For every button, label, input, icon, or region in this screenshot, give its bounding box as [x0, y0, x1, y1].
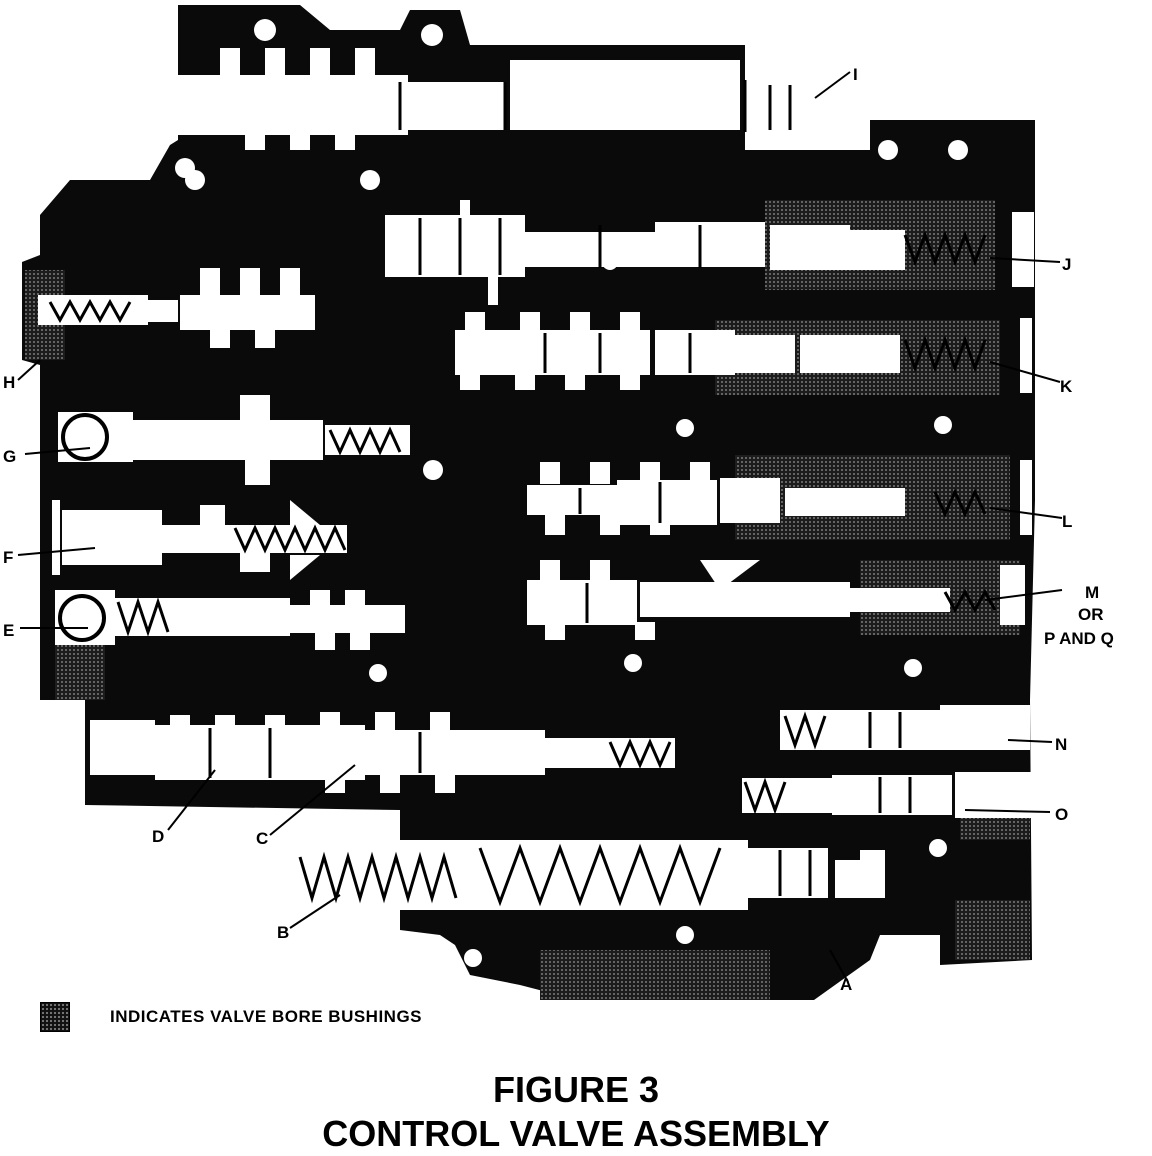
spring-dc: [608, 738, 672, 769]
label-j: J: [1062, 255, 1071, 274]
spring-j: [903, 230, 987, 267]
spring-f: [233, 524, 347, 554]
label-m: M: [1085, 583, 1099, 602]
label-n: N: [1055, 735, 1067, 754]
spring-e: [116, 597, 170, 637]
spring-b-main: [478, 843, 722, 907]
label-h: H: [3, 373, 15, 392]
legend-text: INDICATES VALVE BORE BUSHINGS: [110, 1007, 423, 1026]
label-i: I: [853, 65, 858, 84]
label-b: B: [277, 923, 289, 942]
label-g: G: [3, 447, 16, 466]
control-valve-diagram: I J K H G L F M OR P AND Q E N O D C B A: [3, 5, 1114, 1000]
leader-lines: [17, 71, 1063, 983]
clip-e: [58, 594, 106, 642]
spool-details: [208, 80, 912, 896]
spring-h: [48, 298, 132, 324]
figure-title: CONTROL VALVE ASSEMBLY: [322, 1113, 830, 1154]
spring-o: [743, 777, 787, 815]
label-m-or: OR: [1078, 605, 1104, 624]
bushing-legend-swatch: [40, 1002, 70, 1032]
spring-b-outer: [298, 851, 458, 904]
legend: INDICATES VALVE BORE BUSHINGS: [40, 1002, 422, 1032]
figure-number: FIGURE 3: [492, 1069, 660, 1110]
label-p-and-q: P AND Q: [1044, 629, 1114, 648]
figure-caption: FIGURE 3 CONTROL VALVE ASSEMBLY: [0, 1068, 1152, 1156]
spring-k: [903, 335, 987, 373]
retainer-clips: [58, 413, 109, 642]
spring-l: [933, 488, 987, 518]
label-l: L: [1062, 512, 1072, 531]
body-holes: [102, 19, 1013, 967]
label-d: D: [152, 827, 164, 846]
component-labels: I J K H G L F M OR P AND Q E N O D C B A: [3, 65, 1114, 994]
label-k: K: [1060, 377, 1073, 396]
springs: [48, 230, 997, 907]
label-e: E: [3, 621, 14, 640]
spring-n: [783, 711, 827, 750]
label-c: C: [256, 829, 268, 848]
label-f: F: [3, 548, 13, 567]
spring-g: [328, 426, 402, 456]
label-a: A: [840, 975, 852, 994]
spring-m: [943, 588, 997, 614]
clip-g: [61, 413, 109, 461]
label-o: O: [1055, 805, 1068, 824]
